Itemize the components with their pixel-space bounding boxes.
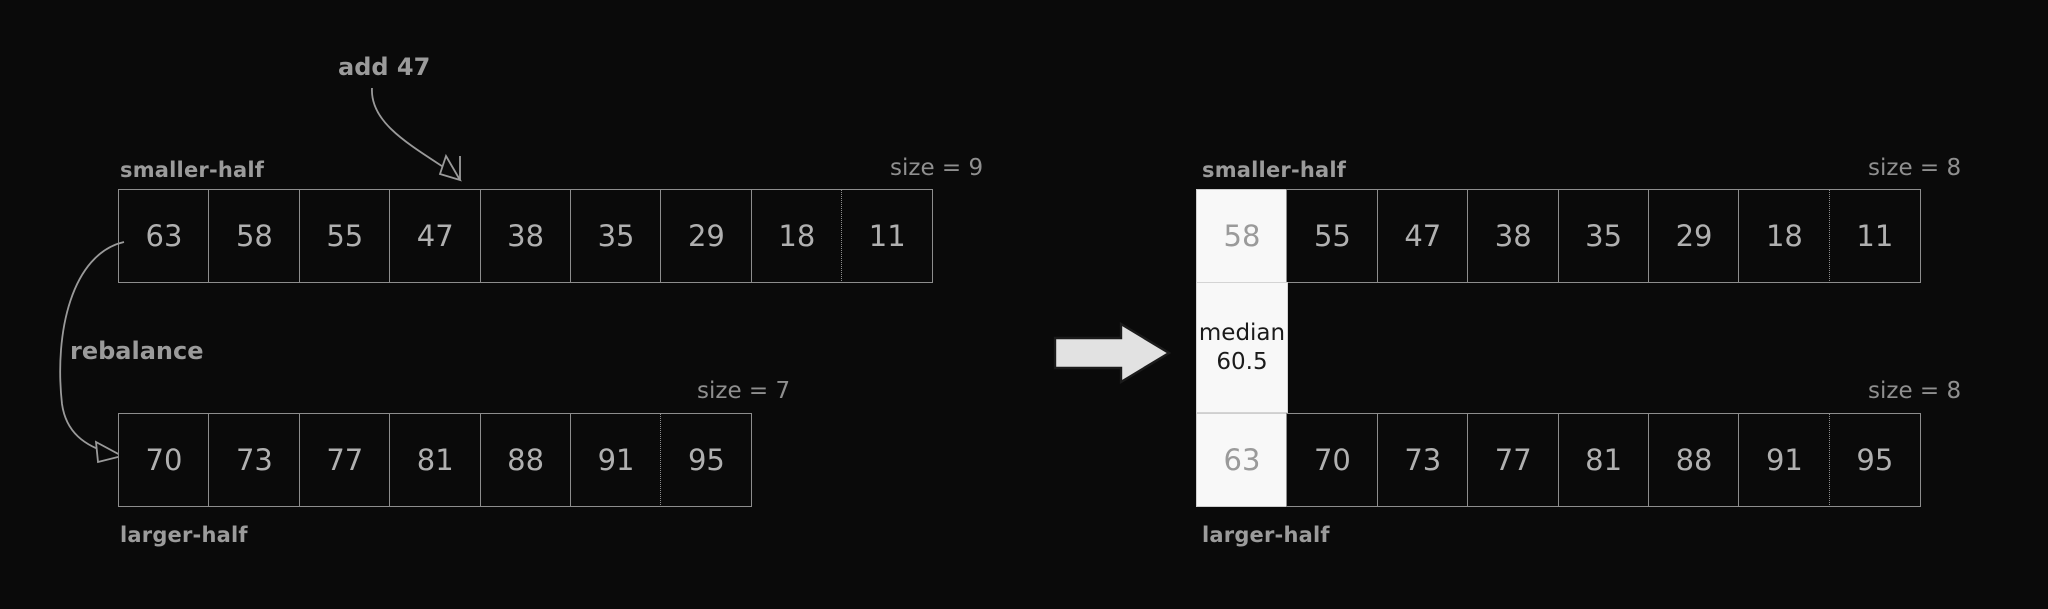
array-cell: 70 — [1286, 413, 1379, 507]
array-cell: 58 — [1196, 189, 1288, 283]
after-smaller-half-size-label: size = 8 — [1868, 155, 1962, 181]
array-cell: 58 — [208, 189, 301, 283]
array-cell: 95 — [1828, 413, 1921, 507]
after-larger-half-label: larger-half — [1202, 523, 1330, 547]
rebalance-annotation-label: rebalance — [70, 337, 204, 365]
array-cell: 35 — [570, 189, 663, 283]
median-value: 60.5 — [1216, 348, 1268, 375]
add-annotation-label: add 47 — [338, 53, 431, 81]
before-smaller-half-size-label: size = 9 — [890, 155, 984, 181]
before-larger-half-label: larger-half — [120, 523, 248, 547]
array-cell: 73 — [1376, 413, 1469, 507]
array-cell: 91 — [1738, 413, 1831, 507]
before-smaller-half-label: smaller-half — [120, 158, 265, 182]
array-cell: 95 — [660, 413, 753, 507]
array-cell: 35 — [1557, 189, 1650, 283]
array-cell: 11 — [841, 189, 934, 283]
rebalance-arrow-icon — [59, 241, 125, 464]
array-cell: 11 — [1828, 189, 1921, 283]
array-cell: 91 — [570, 413, 663, 507]
array-cell: 70 — [118, 413, 210, 507]
array-cell: 18 — [750, 189, 843, 283]
array-cell: 38 — [1467, 189, 1560, 283]
array-cell: 55 — [1286, 189, 1379, 283]
array-cell: 55 — [298, 189, 391, 283]
transition-arrow-icon — [1053, 321, 1172, 385]
array-cell: 73 — [208, 413, 301, 507]
array-cell: 81 — [389, 413, 482, 507]
after-larger-half-size-label: size = 8 — [1868, 378, 1962, 404]
array-cell: 81 — [1557, 413, 1650, 507]
array-cell: 88 — [1648, 413, 1741, 507]
median-box: median 60.5 — [1196, 282, 1288, 413]
array-cell: 63 — [1196, 413, 1288, 507]
array-cell: 18 — [1738, 189, 1831, 283]
array-cell: 88 — [479, 413, 572, 507]
median-caption: median — [1198, 320, 1286, 347]
after-smaller-half-label: smaller-half — [1202, 158, 1347, 182]
array-cell: 47 — [1376, 189, 1469, 283]
array-cell: 77 — [1467, 413, 1560, 507]
array-cell: 29 — [660, 189, 753, 283]
array-cell: 47 — [389, 189, 482, 283]
before-larger-half-size-label: size = 7 — [697, 378, 791, 404]
add-arrow-icon — [371, 87, 462, 182]
array-cell: 77 — [298, 413, 391, 507]
array-cell: 63 — [118, 189, 210, 283]
array-cell: 29 — [1648, 189, 1741, 283]
array-cell: 38 — [479, 189, 572, 283]
